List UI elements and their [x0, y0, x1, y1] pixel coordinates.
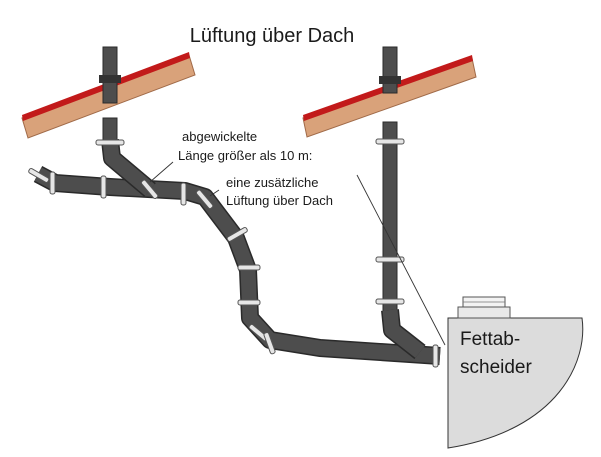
- annotation-line-2: Länge größer als 10 m:: [178, 148, 312, 163]
- separator-label-line-2: scheider: [460, 357, 532, 378]
- separator-cover: [457, 296, 511, 319]
- waste-pipe-run: [33, 139, 441, 365]
- annotation-leaders: [149, 161, 446, 346]
- grease-separator: Fettab- scheider: [447, 296, 584, 449]
- left-vent-stack: [99, 46, 121, 149]
- annotation: abgewickelte Länge größer als 10 m: eine…: [178, 129, 333, 208]
- annotation-line-4: Lüftung über Dach: [226, 193, 333, 208]
- title: Lüftung über Dach: [190, 25, 355, 47]
- right-vent-stack: [379, 46, 401, 318]
- annotation-line-3: eine zusätzliche: [226, 175, 319, 190]
- separator-label-line-1: Fettab-: [460, 329, 520, 350]
- pipe-couplings: [28, 138, 439, 368]
- annotation-line-1: abgewickelte: [182, 129, 257, 144]
